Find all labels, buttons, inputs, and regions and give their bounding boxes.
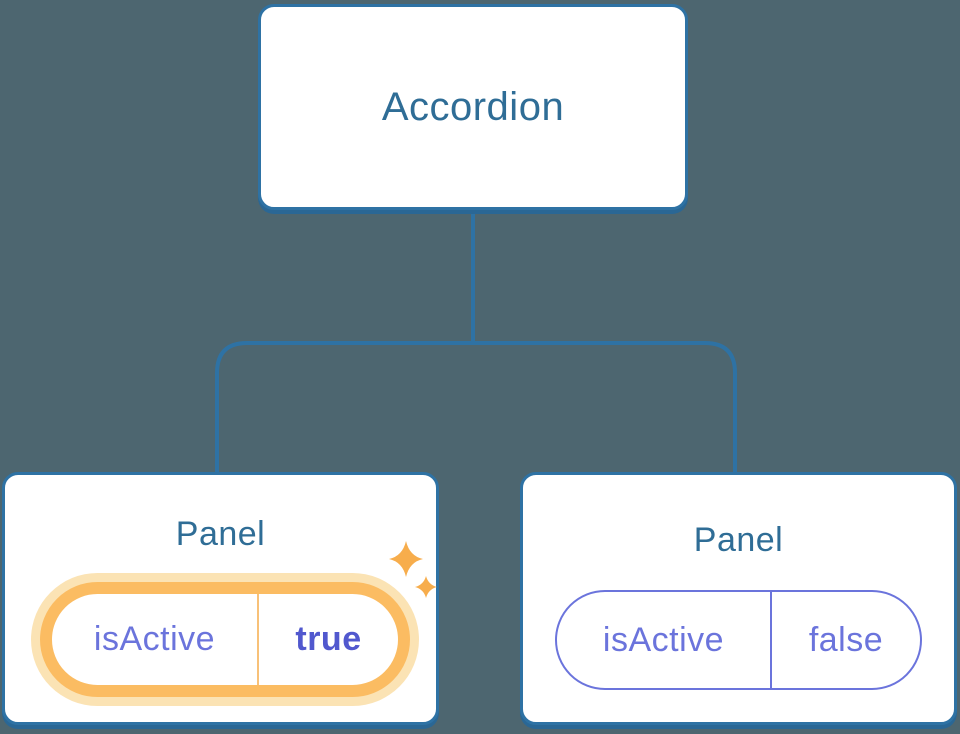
state-value-label: true (295, 620, 362, 658)
state-value-label: false (808, 620, 884, 659)
state-key-label: isActive (52, 594, 259, 685)
state-pill-inactive: isActive false (555, 590, 922, 690)
state-key-label: isActive (557, 592, 772, 688)
panel-node-label: Panel (693, 521, 784, 559)
panel-node-inactive: Panel isActive false (520, 472, 957, 725)
branch-line (215, 341, 737, 474)
panel-node-active: Panel isActive true (2, 472, 439, 725)
panel-node-label: Panel (175, 515, 266, 553)
accordion-node: Accordion (258, 4, 688, 210)
sparkles-icon (389, 541, 437, 598)
accordion-node-label: Accordion (381, 84, 565, 129)
state-pill-active: isActive true (40, 582, 410, 697)
